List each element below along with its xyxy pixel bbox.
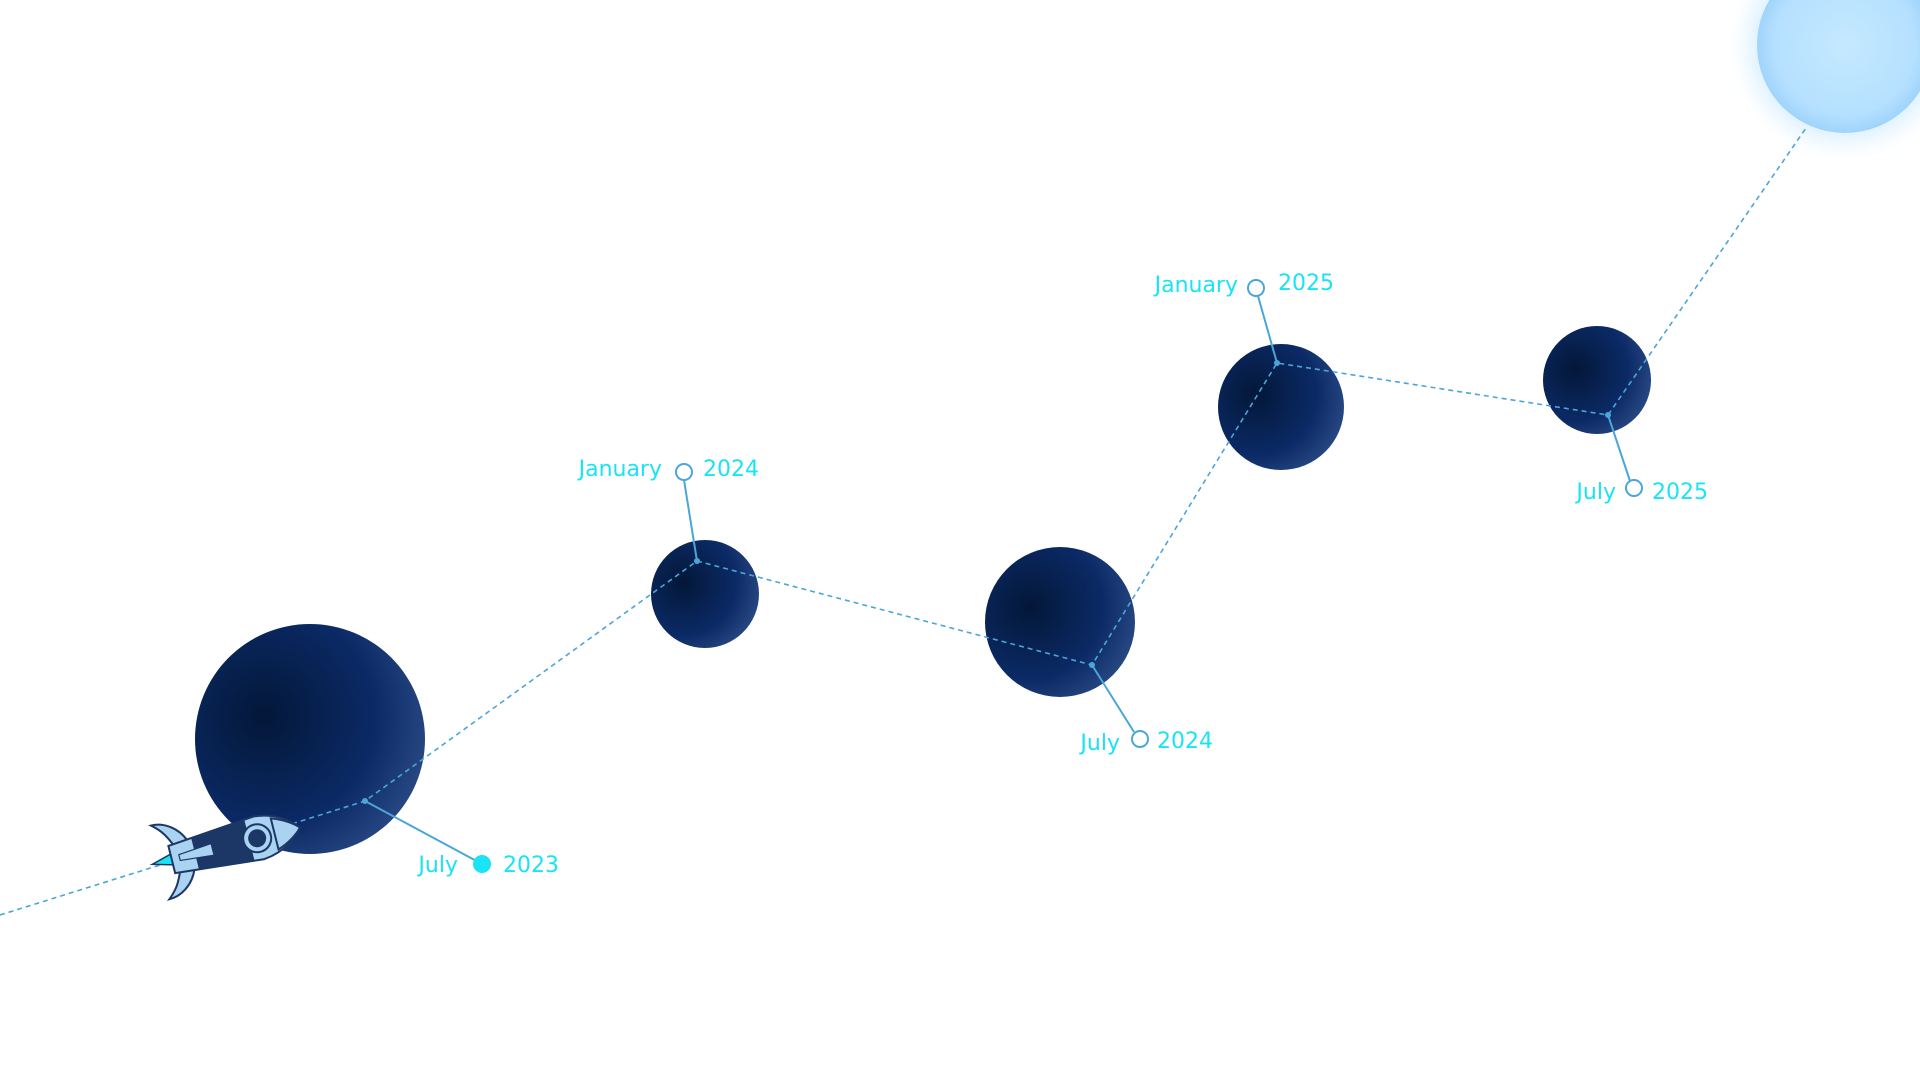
- milestone-connector: [683, 479, 698, 562]
- planet-july-2025: [1543, 326, 1651, 434]
- milestone-marker[interactable]: [1625, 479, 1643, 497]
- planet-july-2024: [985, 547, 1135, 697]
- milestone-january-2024: January 2024: [577, 457, 759, 564]
- rocket-icon: [148, 814, 302, 901]
- milestone-year-label: 2024: [703, 457, 759, 482]
- milestone-july-2023: July 2023: [362, 798, 559, 878]
- milestone-july-2025: July 2025: [1574, 412, 1708, 505]
- milestone-marker[interactable]: [675, 463, 693, 481]
- planet-july-2023: [195, 624, 425, 854]
- milestone-january-2025: January 2025: [1153, 271, 1334, 366]
- milestone-month-label: July: [1574, 480, 1616, 505]
- path-node: [1274, 360, 1280, 366]
- milestone-month-label: July: [1078, 731, 1120, 756]
- path-node: [362, 798, 368, 804]
- milestone-connector: [1607, 414, 1631, 482]
- planet-january-2025: [1218, 344, 1344, 470]
- milestone-year-label: 2025: [1652, 480, 1708, 505]
- milestone-year-label: 2025: [1278, 271, 1334, 296]
- milestone-connector: [364, 800, 483, 865]
- planet-january-2024: [651, 540, 759, 648]
- milestone-connector: [1257, 295, 1278, 364]
- sun-icon: [1747, 0, 1920, 143]
- milestone-month-label: January: [577, 457, 662, 482]
- milestone-july-2024: July 2024: [1078, 662, 1213, 756]
- milestone-marker-filled[interactable]: [473, 855, 491, 873]
- path-node: [1089, 662, 1095, 668]
- milestone-month-label: July: [416, 853, 458, 878]
- path-node: [694, 558, 700, 564]
- milestone-month-label: January: [1153, 273, 1238, 298]
- milestone-connector: [1091, 664, 1135, 733]
- milestone-marker[interactable]: [1131, 730, 1149, 748]
- milestone-year-label: 2024: [1157, 729, 1213, 754]
- path-node: [1605, 412, 1611, 418]
- milestone-marker[interactable]: [1247, 279, 1265, 297]
- milestone-year-label: 2023: [503, 853, 559, 878]
